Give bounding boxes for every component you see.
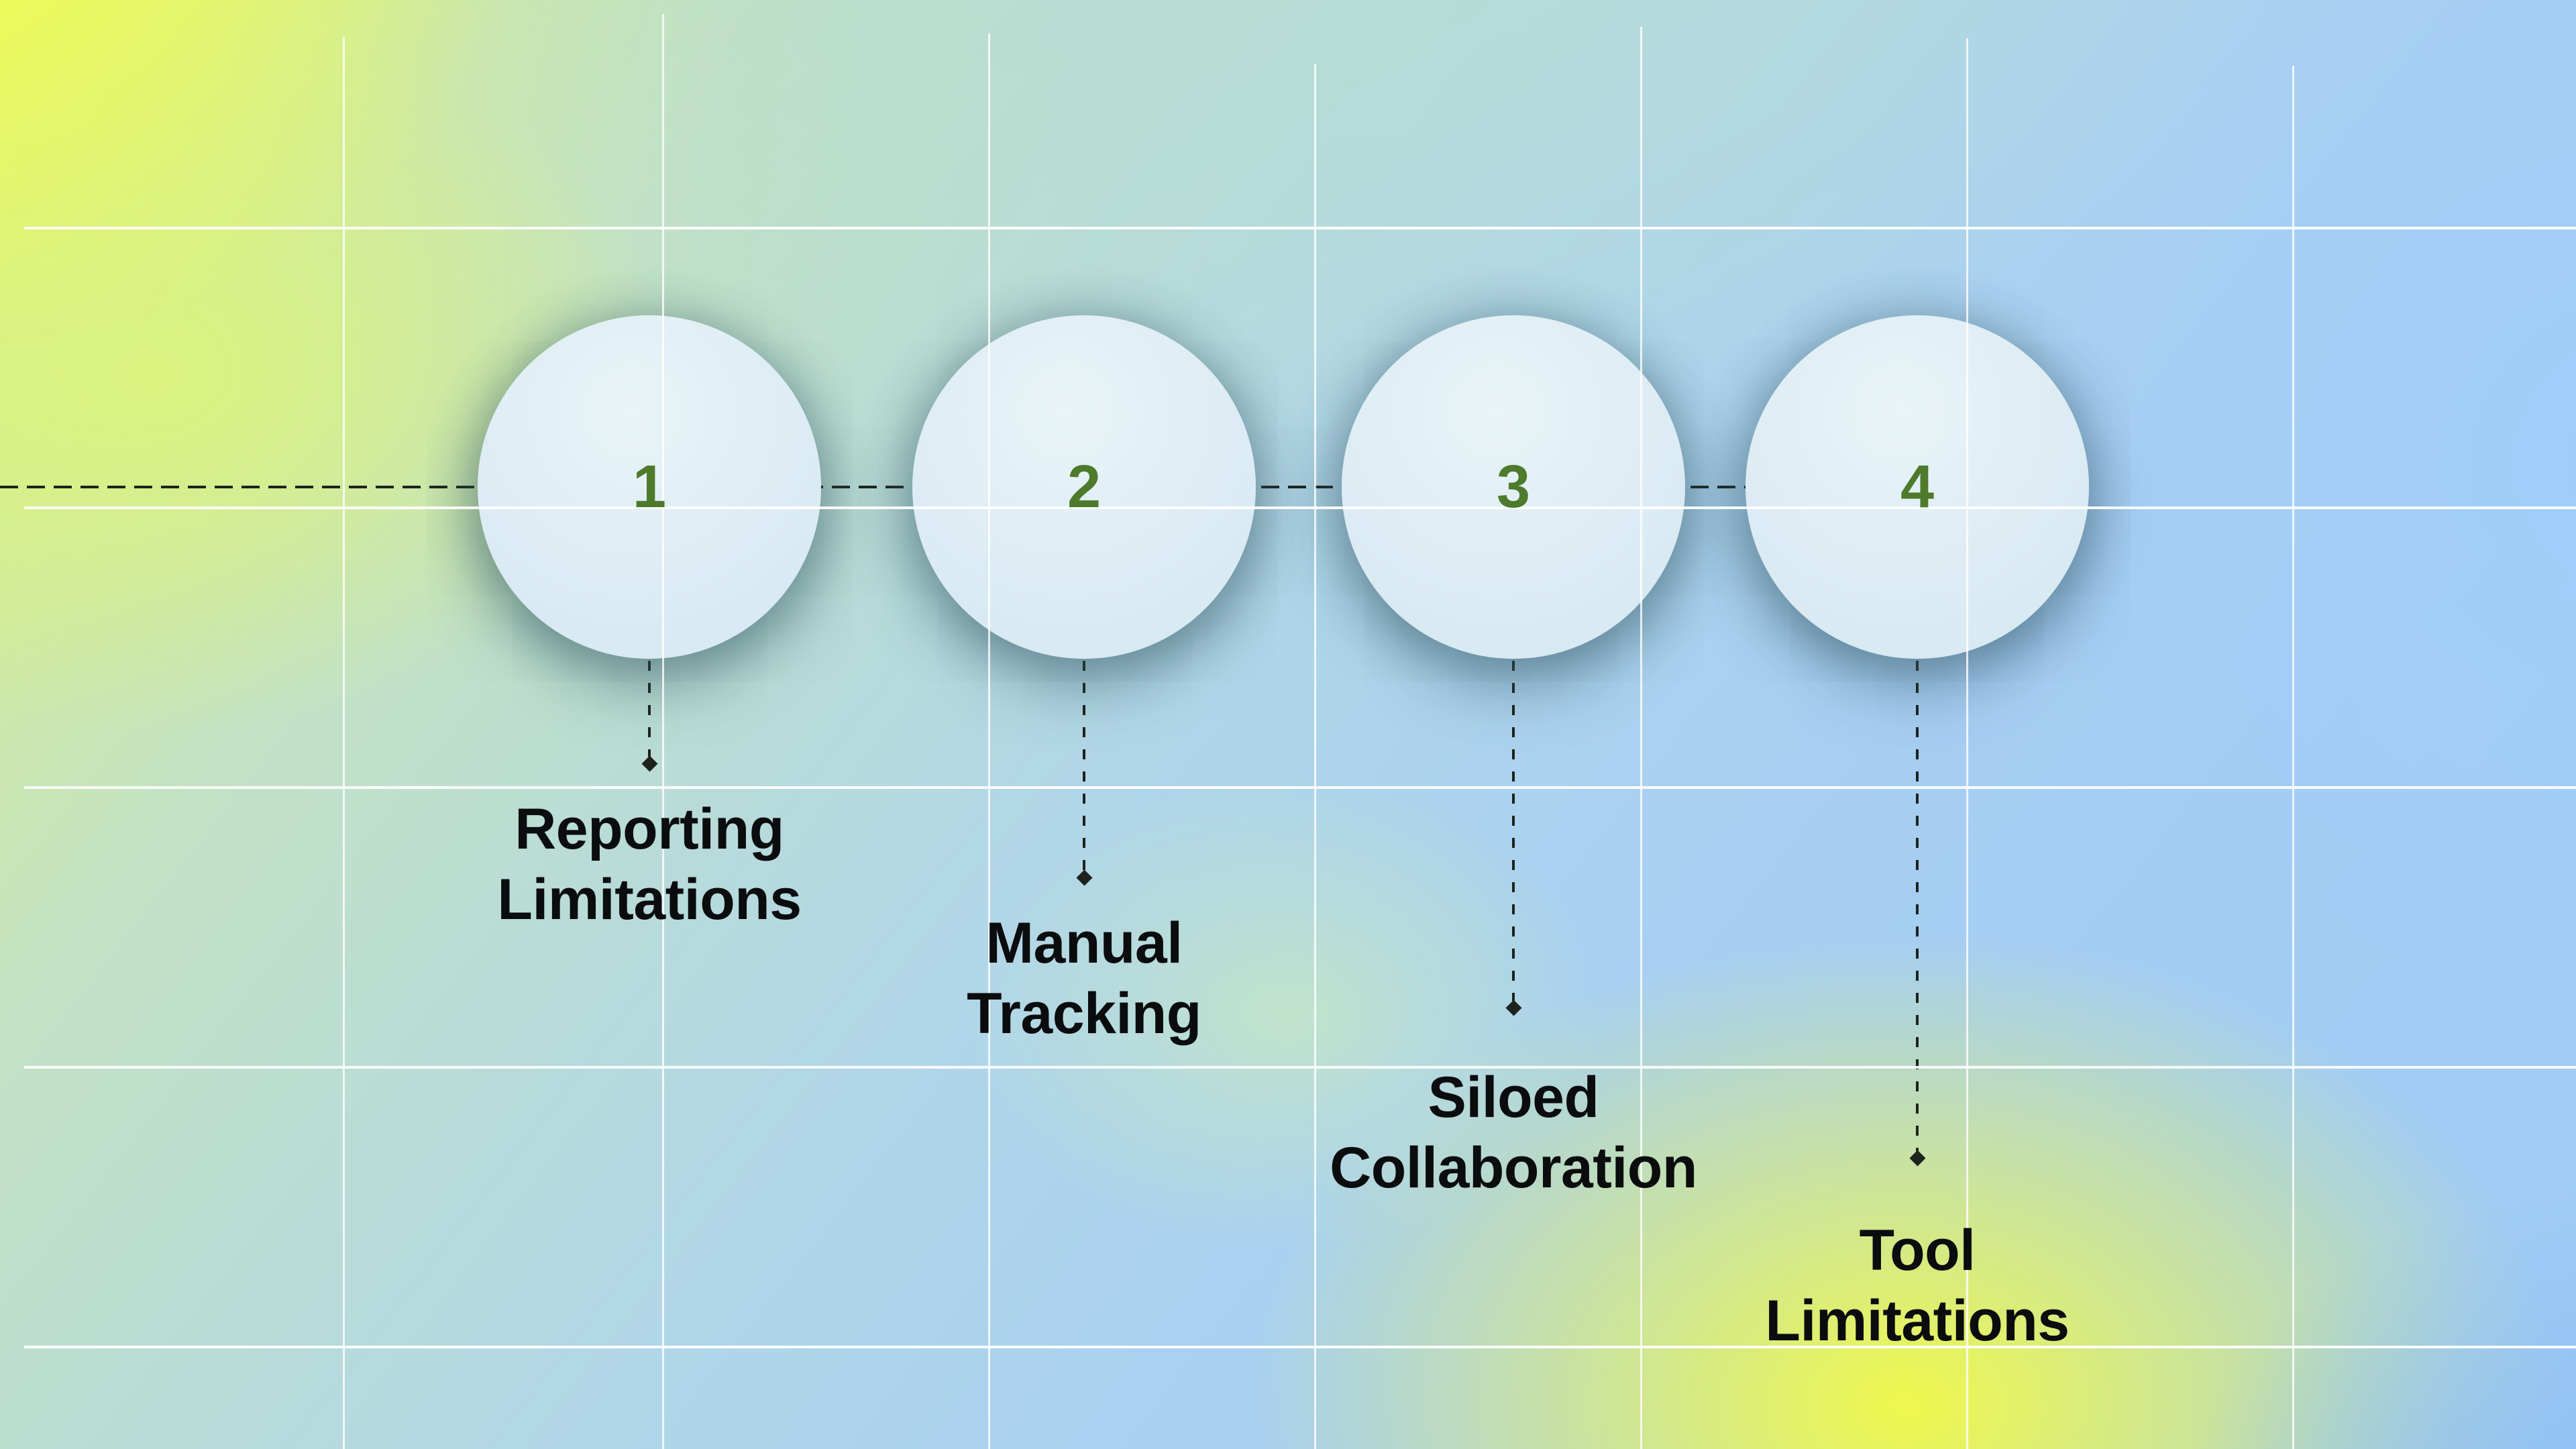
step1-label-line2: Limitations	[497, 867, 802, 932]
step4-label: Tool Limitations	[1582, 1216, 2253, 1356]
step2-number: 2	[1067, 453, 1102, 521]
step2-label-line2: Tracking	[967, 981, 1201, 1046]
step3-label-line2: Collaboration	[1330, 1136, 1697, 1200]
step2-label-line1: Manual	[985, 911, 1183, 975]
step1-label: Reporting Limitations	[314, 794, 985, 935]
step4-drop-dashed-line	[1916, 661, 1919, 1151]
step3-label-line1: Siloed	[1428, 1065, 1599, 1130]
step4-number: 4	[1900, 453, 1935, 521]
step3-drop-dashed-line	[1512, 661, 1515, 1001]
step1-circle	[478, 315, 821, 659]
step2-drop-dashed-line	[1083, 661, 1085, 871]
step3-number: 3	[1496, 453, 1531, 521]
step1-number: 1	[632, 453, 667, 521]
step4-label-line2: Limitations	[1765, 1289, 2070, 1353]
step3-circle	[1342, 315, 1685, 659]
step4-circle	[1746, 315, 2089, 659]
step4-label-line1: Tool	[1859, 1218, 1976, 1283]
step1-drop-dashed-line	[648, 661, 651, 757]
step3-label: Siloed Collaboration	[1178, 1063, 1849, 1203]
step2-label: Manual Tracking	[749, 908, 1419, 1049]
step1-label-line1: Reporting	[515, 797, 784, 861]
step2-circle	[912, 315, 1256, 659]
